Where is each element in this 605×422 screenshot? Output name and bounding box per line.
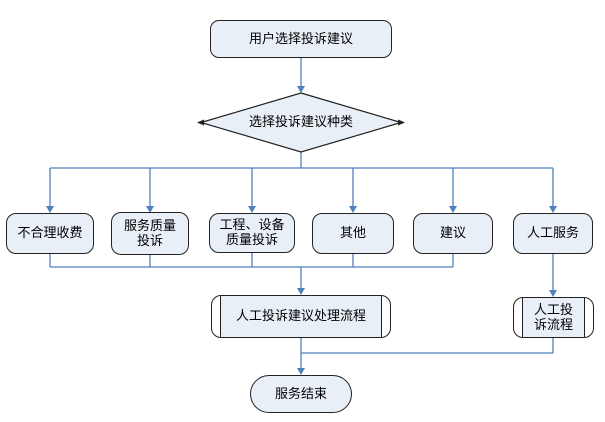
node-branch-unreasonable-fee: 不合理收费	[6, 213, 94, 254]
node-branch-manual-service: 人工服务	[513, 213, 593, 254]
node-process-manual-complaint-suggestion: 人工投诉建议处理流程	[211, 295, 391, 338]
connectors	[49, 58, 554, 368]
node-decision-label: 选择投诉建议种类	[248, 115, 353, 130]
branch-engineering-equipment-label: 工程、设备 质量投诉	[219, 218, 285, 248]
process-manual-complaint-label: 人工投 诉流程	[533, 302, 573, 333]
predefined-side-bars	[522, 298, 585, 337]
node-branch-suggestion: 建议	[413, 213, 493, 254]
node-end: 服务结束	[250, 375, 352, 413]
node-process-manual-complaint: 人工投 诉流程	[513, 297, 594, 338]
node-end-label: 服务结束	[274, 386, 327, 402]
branch-suggestion-label: 建议	[439, 226, 466, 241]
node-branch-engineering-equipment: 工程、设备 质量投诉	[209, 213, 295, 253]
arrowheads	[46, 86, 557, 375]
branch-service-quality-label: 服务质量 投诉	[123, 218, 176, 249]
decision-diamond-shape	[198, 92, 404, 153]
predefined-side-bars	[220, 296, 382, 337]
branch-manual-service-label: 人工服务	[526, 226, 579, 241]
node-decision: 选择投诉建议种类	[201, 93, 401, 152]
diamond-vertex-ticks	[197, 119, 405, 126]
node-branch-other: 其他	[312, 213, 394, 254]
node-branch-service-quality: 服务质量 投诉	[111, 212, 189, 255]
node-start-label: 用户选择投诉建议	[248, 31, 353, 47]
node-start: 用户选择投诉建议	[210, 20, 392, 58]
branch-unreasonable-fee-label: 不合理收费	[17, 226, 83, 241]
process-manual-complaint-suggestion-label: 人工投诉建议处理流程	[235, 309, 366, 324]
branch-other-label: 其他	[339, 226, 366, 241]
